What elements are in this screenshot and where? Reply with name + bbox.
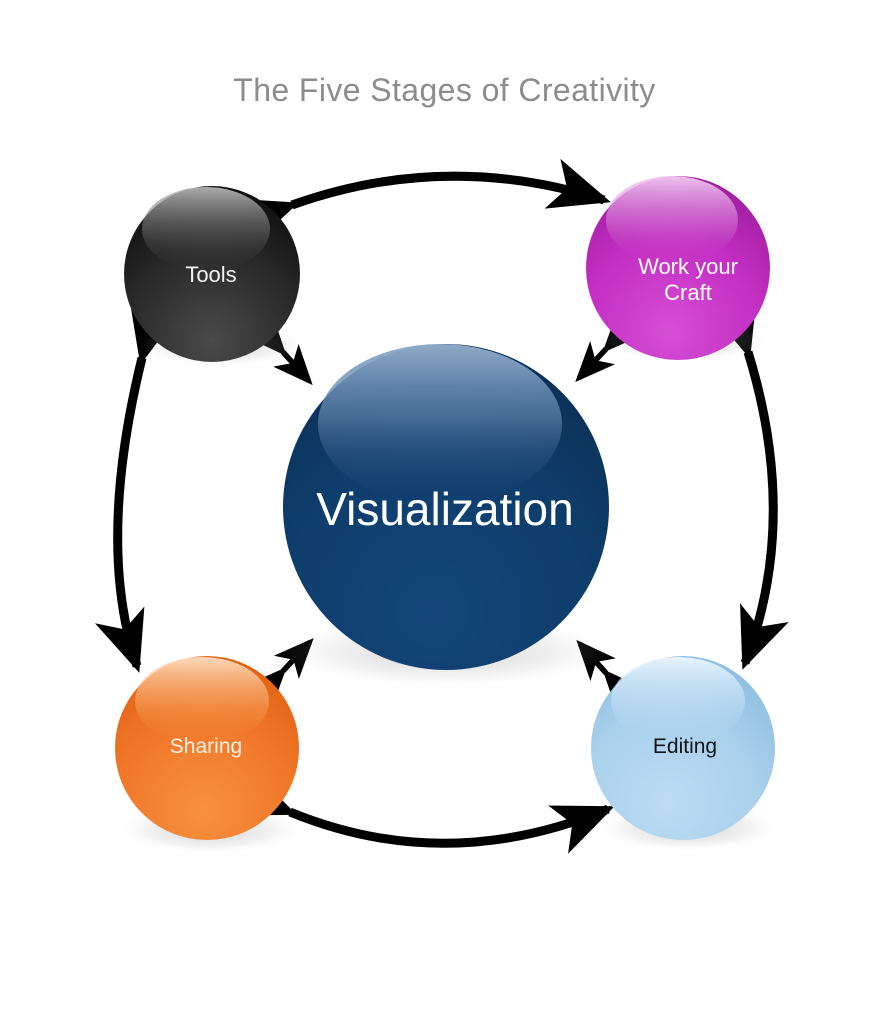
sphere-highlight-icon <box>318 344 562 504</box>
node-editing[interactable] <box>591 656 775 840</box>
connector-tools-sharing <box>94 299 181 673</box>
connector-sharing-editing <box>230 767 615 854</box>
sphere-highlight-icon <box>611 657 745 745</box>
node-visualization[interactable] <box>283 344 609 670</box>
node-tools[interactable] <box>124 186 300 362</box>
node-sharing[interactable] <box>115 656 299 840</box>
sphere-highlight-icon <box>142 187 270 271</box>
connector-tools-craft <box>232 158 611 248</box>
connector-center-craft <box>575 312 643 383</box>
node-work-your-craft[interactable] <box>586 176 770 360</box>
sphere-highlight-icon <box>135 657 269 745</box>
sphere-highlight-icon <box>606 176 738 264</box>
connector-craft-editing <box>707 292 789 670</box>
page-title: The Five Stages of Creativity <box>233 72 656 108</box>
